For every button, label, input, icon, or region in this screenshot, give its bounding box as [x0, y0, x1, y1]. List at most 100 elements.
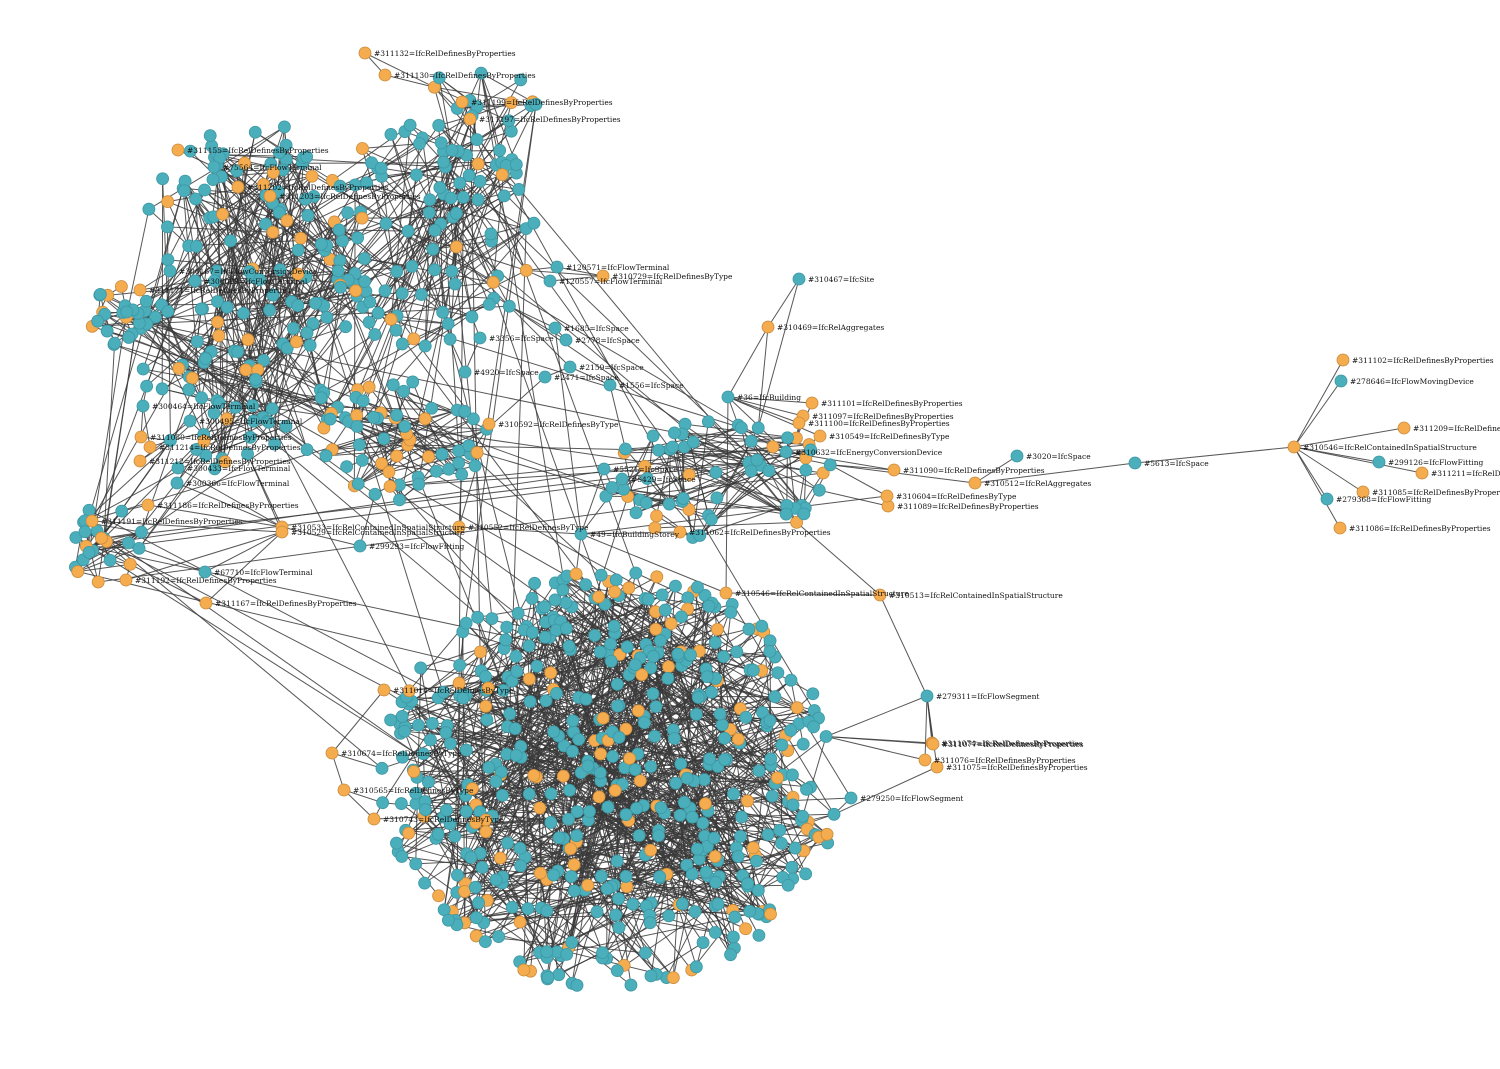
relation-node[interactable] — [631, 704, 645, 718]
relation-node[interactable] — [199, 596, 213, 610]
relation-node[interactable] — [458, 885, 471, 898]
relation-node[interactable] — [481, 681, 495, 695]
entity-node[interactable] — [606, 750, 620, 763]
entity-node[interactable] — [164, 434, 177, 447]
entity-node[interactable] — [786, 768, 799, 782]
entity-node[interactable] — [784, 723, 798, 737]
entity-node[interactable] — [241, 447, 254, 461]
relation-node[interactable] — [648, 521, 662, 535]
entity-node[interactable] — [140, 379, 154, 393]
relation-node[interactable] — [613, 648, 627, 661]
relation-node[interactable] — [407, 332, 421, 346]
entity-node[interactable] — [415, 288, 428, 301]
entity-node[interactable] — [480, 713, 494, 727]
entity-node[interactable] — [708, 636, 722, 649]
entity-node[interactable] — [453, 176, 467, 190]
entity-node[interactable] — [652, 829, 666, 843]
entity-node[interactable] — [593, 645, 607, 659]
relation-node[interactable] — [764, 907, 777, 921]
entity-node[interactable] — [639, 496, 653, 510]
entity-node[interactable] — [689, 708, 703, 721]
entity-node[interactable] — [696, 936, 710, 949]
entity-node[interactable] — [526, 626, 539, 639]
entity-node[interactable] — [279, 138, 293, 152]
relation-node[interactable] — [378, 68, 392, 82]
entity-node[interactable] — [662, 909, 676, 923]
entity-node[interactable] — [806, 687, 820, 701]
entity-node[interactable] — [395, 286, 409, 300]
entity-node[interactable] — [599, 489, 613, 503]
entity-node[interactable] — [763, 714, 777, 728]
entity-node[interactable] — [453, 658, 467, 672]
entity-node[interactable] — [674, 757, 688, 771]
entity-node[interactable] — [291, 243, 305, 257]
relation-node[interactable] — [527, 768, 541, 782]
entity-node[interactable] — [199, 448, 213, 462]
entity-node[interactable] — [403, 118, 417, 132]
relation-node[interactable] — [134, 430, 148, 444]
relation-node[interactable] — [592, 790, 606, 804]
relation-node[interactable] — [719, 586, 733, 600]
entity-node[interactable] — [502, 299, 516, 313]
entity-node[interactable] — [594, 869, 608, 883]
entity-node[interactable] — [563, 360, 577, 374]
entity-node[interactable] — [619, 870, 633, 883]
relation-node[interactable] — [382, 465, 396, 479]
entity-node[interactable] — [91, 314, 105, 328]
entity-node[interactable] — [355, 453, 369, 467]
entity-node[interactable] — [646, 429, 660, 443]
entity-node[interactable] — [612, 921, 626, 934]
entity-node[interactable] — [462, 168, 476, 182]
entity-node[interactable] — [514, 73, 528, 87]
relation-node[interactable] — [1287, 440, 1301, 454]
entity-node[interactable] — [448, 829, 462, 843]
relation-node[interactable] — [390, 449, 404, 463]
relation-node[interactable] — [581, 878, 595, 892]
entity-node[interactable] — [746, 663, 760, 677]
relation-node[interactable] — [212, 329, 226, 343]
relation-node[interactable] — [698, 797, 712, 811]
relation-node[interactable] — [337, 783, 351, 797]
entity-node[interactable] — [684, 648, 697, 662]
entity-node[interactable] — [641, 592, 655, 606]
entity-node[interactable] — [619, 808, 633, 821]
relation-node[interactable] — [766, 440, 780, 454]
entity-node[interactable] — [1128, 456, 1142, 470]
entity-node[interactable] — [249, 373, 262, 386]
entity-node[interactable] — [479, 670, 492, 683]
entity-node[interactable] — [423, 193, 437, 207]
entity-node[interactable] — [306, 317, 320, 330]
relation-node[interactable] — [482, 417, 496, 431]
relation-node[interactable] — [275, 525, 289, 539]
entity-node[interactable] — [280, 341, 294, 355]
entity-node[interactable] — [538, 600, 551, 614]
entity-node[interactable] — [629, 506, 643, 520]
entity-node[interactable] — [386, 378, 400, 392]
entity-node[interactable] — [579, 692, 593, 706]
relation-node[interactable] — [367, 812, 381, 826]
entity-node[interactable] — [688, 905, 702, 918]
entity-node[interactable] — [644, 969, 658, 983]
entity-node[interactable] — [374, 161, 388, 175]
entity-node[interactable] — [673, 808, 687, 822]
relation-node[interactable] — [473, 645, 487, 659]
entity-node[interactable] — [1334, 374, 1348, 388]
relation-node[interactable] — [805, 396, 819, 410]
entity-node[interactable] — [765, 789, 779, 803]
entity-node[interactable] — [247, 414, 261, 428]
relation-node[interactable] — [662, 660, 675, 674]
entity-node[interactable] — [804, 443, 818, 457]
entity-node[interactable] — [300, 150, 314, 164]
entity-node[interactable] — [812, 483, 826, 497]
entity-node[interactable] — [597, 462, 611, 476]
entity-node[interactable] — [360, 176, 374, 190]
entity-node[interactable] — [624, 978, 638, 992]
entity-node[interactable] — [668, 426, 681, 440]
entity-node[interactable] — [418, 803, 432, 817]
entity-node[interactable] — [425, 717, 439, 730]
entity-node[interactable] — [395, 710, 409, 723]
entity-node[interactable] — [194, 302, 208, 316]
entity-node[interactable] — [482, 761, 496, 774]
entity-node[interactable] — [619, 442, 632, 456]
entity-node[interactable] — [744, 464, 758, 478]
